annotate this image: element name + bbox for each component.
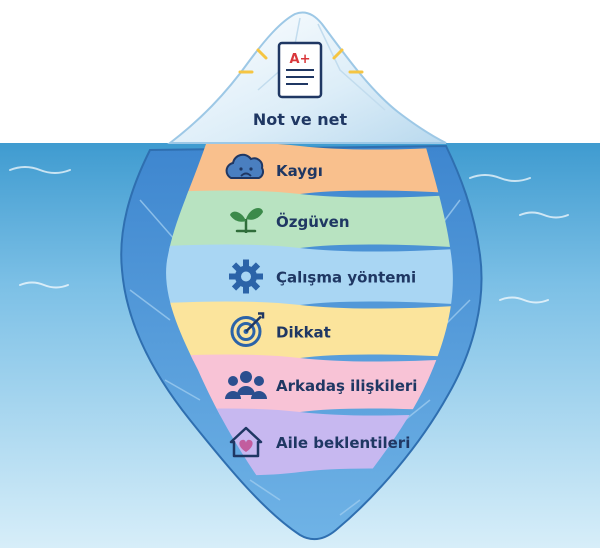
- layer-label-kaygi: Kaygı: [276, 162, 323, 180]
- gear-icon: [229, 259, 263, 294]
- layer-label-ozguven: Özgüven: [276, 212, 350, 231]
- layer-label-aile: Aile beklentileri: [276, 434, 410, 452]
- tip-label: Not ve net: [253, 110, 348, 129]
- layer-label-dikkat: Dikkat: [276, 324, 331, 342]
- people-group-icon: [225, 371, 267, 399]
- water-ripples: [9, 166, 569, 304]
- target-icon: [230, 312, 265, 347]
- layer-band-ozguven: [166, 190, 453, 252]
- heart-home-icon: [229, 426, 263, 458]
- layer-label-calisma: Çalışma yöntemi: [276, 269, 416, 287]
- layer-band-calisma: [166, 244, 453, 309]
- exam-paper-a-plus-icon: A+: [277, 41, 323, 99]
- sprout-icon: [230, 207, 263, 233]
- iceberg-facets: [129, 199, 471, 516]
- sad-cloud-icon: [225, 153, 265, 179]
- sparkle-marks: [238, 48, 364, 74]
- layer-label-arkadas: Arkadaş ilişkileri: [276, 377, 417, 395]
- grade-text: A+: [290, 52, 311, 67]
- layer-band-dikkat: [166, 301, 453, 362]
